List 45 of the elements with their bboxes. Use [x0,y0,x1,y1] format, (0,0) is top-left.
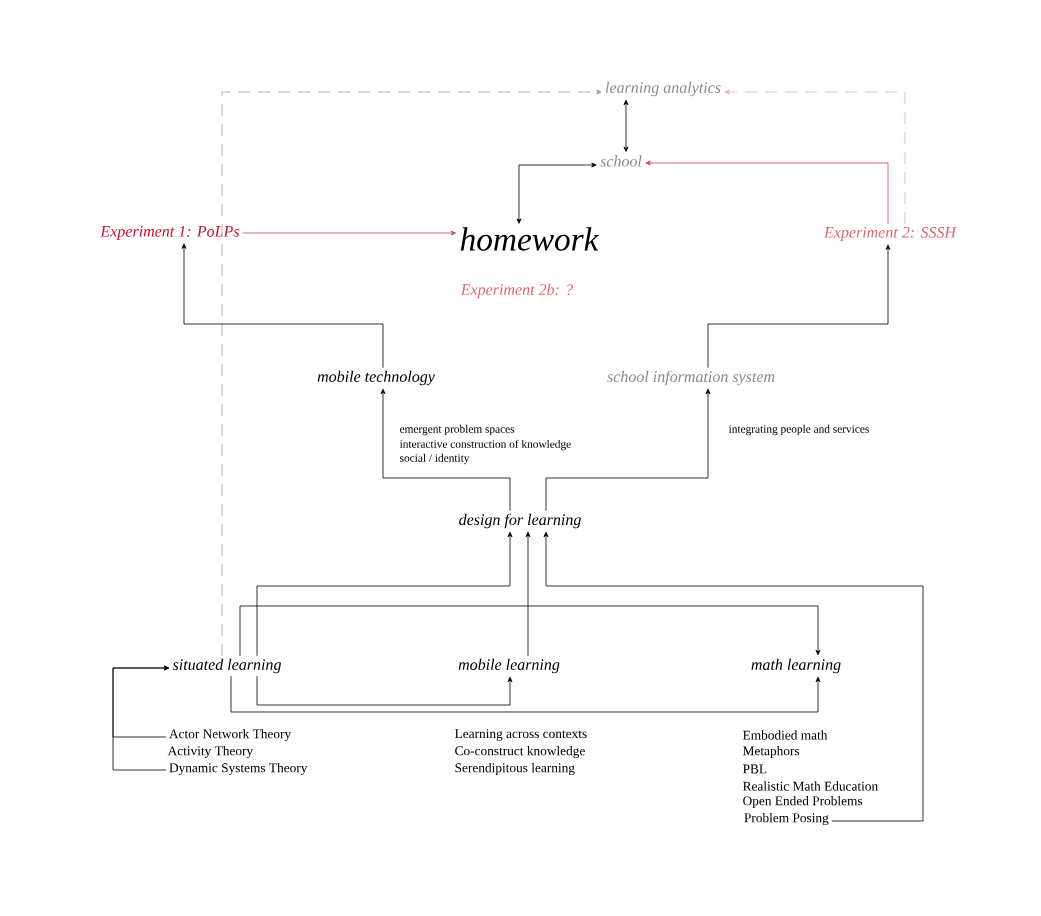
arrow [242,230,457,236]
list-item: PBL [743,764,767,774]
arrow [645,160,889,225]
arrow [516,162,597,224]
concept-label: school [600,155,642,167]
concept-label: math learning [751,658,841,674]
list-item: Activity Theory [167,745,254,759]
arrow [525,531,531,657]
list-item: Metaphors [743,745,800,759]
concept-label: mobile learning [458,658,560,674]
note-text: interactive construction of knowledge [399,439,571,451]
concept-label: homework [460,227,599,251]
note-text: emergent problem spaces [400,424,515,436]
concept-label: school information system [607,370,775,386]
list-item: Open Ended Problems [743,795,863,809]
note-text: social / identity [400,453,470,465]
concept-label: design for learning [459,513,581,529]
arrow [707,244,891,369]
list-item: Embodied math [743,730,828,740]
arrow [230,675,821,713]
note-text: Experiment 2b: ? [460,283,574,299]
list-item: Serendipitous learning [455,762,575,776]
arrow [112,665,170,771]
arrow [181,243,384,369]
list-item: Co-construct knowledge [455,745,585,759]
list-item: Learning across contexts [455,729,587,741]
concept-label: mobile technology [317,370,435,386]
arrow [543,531,924,822]
arrow [545,388,711,512]
list-item: Problem Posing [744,812,829,826]
list-item: Actor Network Theory [169,728,292,742]
concept-label: Experiment 2: SSSH [823,227,957,241]
arrow [380,388,511,512]
arrow [623,99,629,152]
arrow [221,89,602,657]
arrow [256,675,513,706]
list-item: Dynamic Systems Theory [169,762,308,776]
arrow [239,605,821,657]
list-item: Realistic Math Education [743,781,878,791]
edge-label: integrating people and services [727,423,871,437]
concept-label: situated learning [172,658,281,674]
concept-label: Experiment 1: PoLPs [100,226,240,240]
arrow [724,89,906,225]
concept-label: learning analytics [605,81,721,97]
arrow [256,531,513,657]
